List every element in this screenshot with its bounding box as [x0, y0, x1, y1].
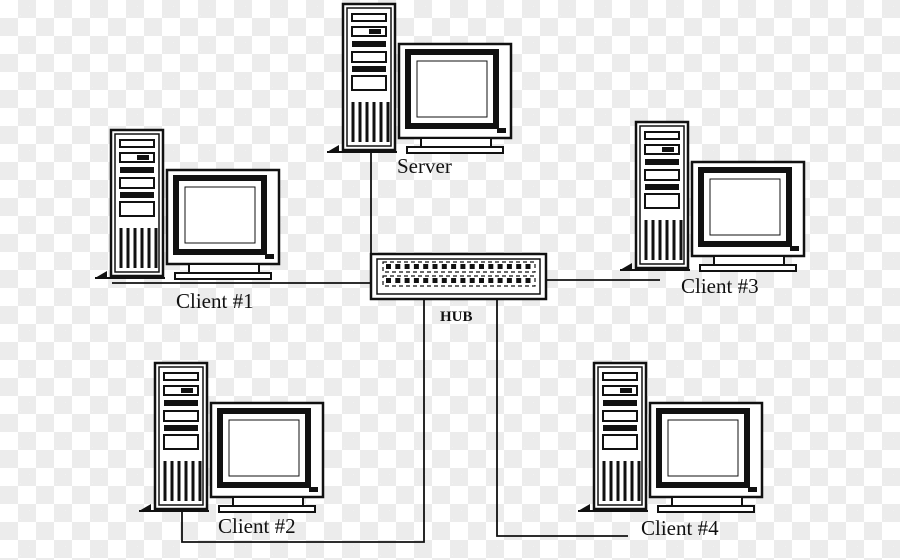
link-client2-hub	[181, 292, 425, 543]
network-links	[112, 150, 660, 543]
link-client4-hub	[496, 292, 628, 537]
hub-port	[488, 264, 494, 269]
hub-port	[525, 264, 531, 269]
hub-port	[404, 264, 410, 269]
hub-port	[432, 278, 438, 283]
hub-port	[451, 278, 457, 283]
hub-port	[479, 278, 484, 283]
hub-port	[386, 278, 391, 283]
hub-port	[451, 264, 457, 269]
hub-port	[497, 278, 503, 283]
client4-label: Client #4	[641, 516, 719, 540]
hub-port	[432, 264, 438, 269]
hub-port	[460, 264, 466, 269]
hub-port	[525, 278, 531, 283]
hub-port	[441, 278, 447, 283]
server-computer	[327, 4, 511, 153]
hub-port	[497, 264, 503, 269]
client3-label: Client #3	[681, 274, 759, 298]
hub-port	[413, 278, 419, 283]
hub-port	[395, 264, 401, 269]
client1-computer	[95, 130, 279, 279]
hub-port	[404, 278, 410, 283]
client4-computer	[578, 363, 762, 512]
hub-port	[516, 278, 522, 283]
hub-port	[460, 278, 466, 283]
client2-label: Client #2	[218, 514, 296, 538]
server-label: Server	[397, 154, 452, 178]
hub-port	[441, 264, 447, 269]
hub-port	[423, 278, 429, 283]
hub-port	[469, 264, 475, 269]
hub-port	[423, 264, 429, 269]
hub-port	[506, 278, 512, 283]
hub-port	[479, 264, 484, 269]
hub-port	[469, 278, 475, 283]
hub-port	[413, 264, 419, 269]
hub-port	[488, 278, 494, 283]
hub-port	[506, 264, 512, 269]
client3-computer	[620, 122, 804, 271]
hub-device	[369, 252, 548, 301]
hub-port	[386, 264, 391, 269]
hub-label: HUB	[440, 309, 473, 325]
hub-port	[516, 264, 522, 269]
client1-label: Client #1	[176, 289, 254, 313]
client2-computer	[139, 363, 323, 512]
hub-port	[395, 278, 401, 283]
